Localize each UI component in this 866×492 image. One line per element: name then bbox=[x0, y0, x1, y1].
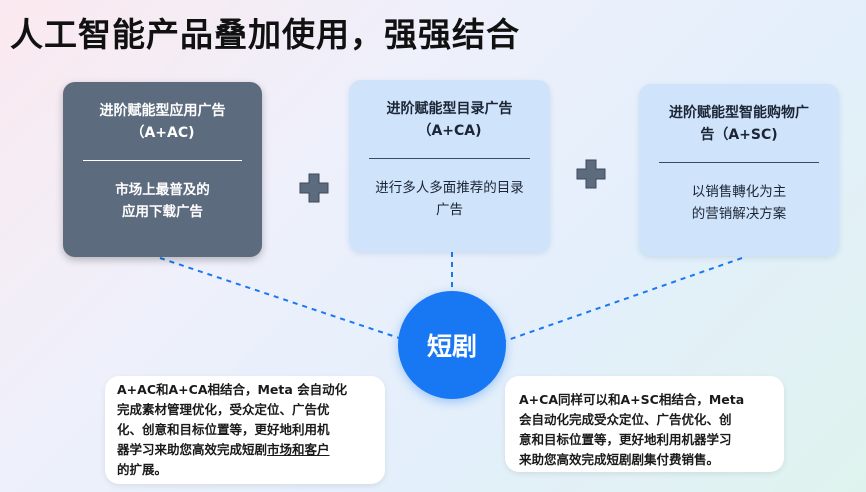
card-title: 进阶赋能型智能购物广 告（A+SC) bbox=[669, 105, 809, 143]
note-left: A+AC和A+CA相结合，Meta 会自动化 完成素材管理优化，受众定位、广告优… bbox=[105, 376, 385, 484]
plus-icon bbox=[576, 159, 606, 189]
page-title: 人工智能产品叠加使用，强强结合 bbox=[10, 15, 520, 54]
card-title: 进阶赋能型目录广告 （A+CA) bbox=[386, 101, 513, 139]
card-title: 进阶赋能型应用广告 （A+AC) bbox=[99, 103, 226, 141]
card-catalog-ads: 进阶赋能型目录广告 （A+CA) 进行多人多面推荐的目录 广告 bbox=[349, 80, 550, 252]
plus-icon bbox=[299, 173, 329, 203]
card-description: 市场上最普及的 应用下载广告 bbox=[115, 182, 210, 220]
divider bbox=[369, 158, 530, 159]
note-right: A+CA同样可以和A+SC相结合，Meta 会自动化完成受众定位、广告优化、创 … bbox=[505, 376, 784, 472]
short-drama-circle: 短剧 bbox=[398, 291, 506, 399]
card-app-ads: 进阶赋能型应用广告 （A+AC) 市场上最普及的 应用下载广告 bbox=[63, 82, 262, 257]
divider bbox=[83, 160, 242, 161]
card-shopping-ads: 进阶赋能型智能购物广 告（A+SC) 以销售轉化为主 的营销解决方案 bbox=[639, 84, 839, 256]
card-description: 以销售轉化为主 的营销解决方案 bbox=[691, 184, 787, 222]
center-label: 短剧 bbox=[426, 332, 477, 361]
card-description: 进行多人多面推荐的目录 广告 bbox=[375, 180, 524, 218]
divider bbox=[659, 162, 819, 163]
